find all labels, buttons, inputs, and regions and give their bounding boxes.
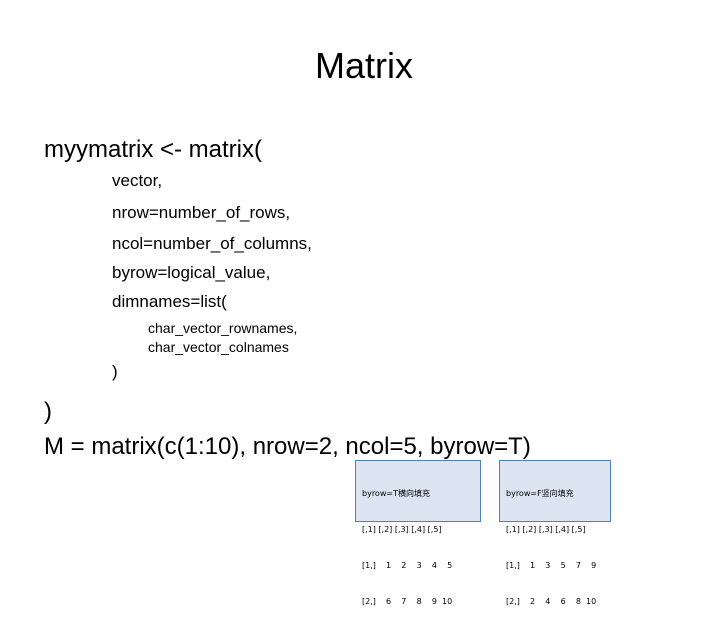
code-line-close-list: ) <box>112 362 118 381</box>
slide: Matrix myymatrix <- matrix( vector, nrow… <box>44 45 611 606</box>
output-row-2: [2,] 2 4 6 8 10 <box>506 597 597 606</box>
output-box-byrow-true: byrow=T横向填充 [,1] [,2] [,3] [,4] [,5] [1,… <box>355 460 481 606</box>
code-line-example: M = matrix(c(1:10), nrow=2, ncol=5, byro… <box>44 433 531 460</box>
code-line-matrix-call: myymatrix <- matrix( <box>44 136 262 163</box>
output-box-byrow-false: byrow=F竖向填充 [,1] [,2] [,3] [,4] [,5] [1,… <box>499 460 611 606</box>
code-line-nrow: nrow=number_of_rows, <box>112 203 291 222</box>
output-column-header: [,1] [,2] [,3] [,4] [,5] <box>362 525 442 534</box>
code-line-colnames: char_vector_colnames <box>148 339 289 355</box>
code-line-dimnames: dimnames=list( <box>112 292 227 311</box>
output-row-1: [1,] 1 2 3 4 5 <box>362 561 453 570</box>
output-heading: byrow=T横向填充 <box>362 489 430 498</box>
output-heading: byrow=F竖向填充 <box>506 489 574 498</box>
code-line-rownames: char_vector_rownames, <box>148 320 298 336</box>
code-line-vector: vector, <box>112 171 163 190</box>
output-row-2: [2,] 6 7 8 9 10 <box>362 597 453 606</box>
output-column-header: [,1] [,2] [,3] [,4] [,5] <box>506 525 586 534</box>
code-line-byrow: byrow=logical_value, <box>112 263 271 282</box>
slide-title: Matrix <box>315 45 413 86</box>
code-line-ncol: ncol=number_of_columns, <box>112 234 312 253</box>
output-row-1: [1,] 1 3 5 7 9 <box>506 561 597 570</box>
code-line-close-matrix: ) <box>44 398 52 425</box>
